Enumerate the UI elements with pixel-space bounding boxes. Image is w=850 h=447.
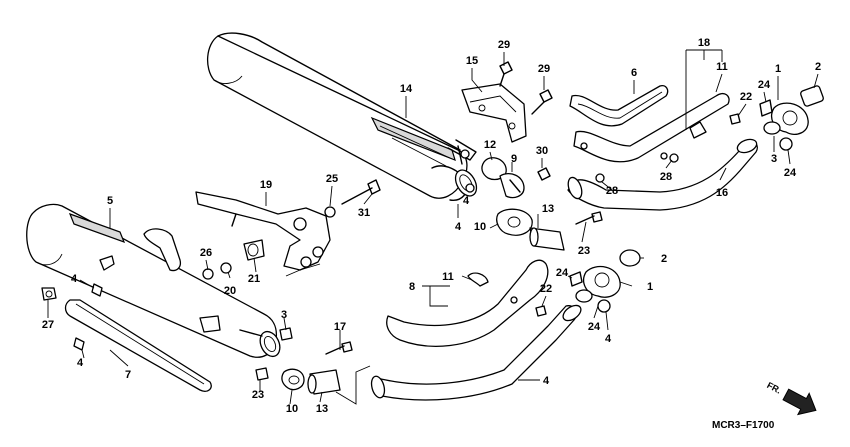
callout-clip-lower: 4: [543, 375, 550, 387]
callout-collar-upper: 3: [771, 153, 777, 165]
callout-clip-lower-muffler-a: 4: [71, 273, 78, 285]
callout-stud-nut-lower-b: 24: [588, 321, 601, 333]
callout-gasket-sleeve-lower: 13: [316, 403, 328, 415]
callout-protector-bolt-upper: 22: [740, 91, 752, 103]
callout-nut-stay: 26: [200, 247, 212, 259]
callout-rubber-mount: 21: [248, 273, 260, 285]
callout-band-clamp-upper: 9: [511, 153, 517, 165]
callout-washer-stay: 25: [326, 173, 338, 185]
callout-gasket-lower: 2: [661, 253, 667, 265]
callout-protector-clamp-lower: 11: [442, 271, 454, 283]
exhaust-pipe-front-drawing: [567, 92, 758, 211]
callout-protector-clamp-upper: 11: [716, 61, 728, 73]
callout-heat-protector-muffler: 17: [334, 321, 346, 333]
callout-exhaust-pipe-rear: 7: [125, 369, 131, 381]
callout-stud-nut-upper-a: 24: [758, 79, 771, 91]
callout-grommet-a: 28: [606, 185, 618, 197]
figure-code: MCR3–F1700: [712, 420, 775, 431]
callout-clip-upper-muffler: 4: [463, 195, 470, 207]
callout-grommet-b: 28: [660, 171, 672, 183]
callout-muffler-bracket: 15: [466, 55, 478, 67]
callout-bolt-upper-bracket: 29: [498, 39, 510, 51]
lower-joint-parts: [535, 249, 641, 317]
lower-muffler-drawing: [26, 203, 281, 358]
exhaust-pipe-rear-drawing: [370, 259, 582, 401]
callout-band-clamp-mid: 10: [474, 221, 486, 233]
callout-heat-protector-front: 6: [631, 67, 637, 79]
upper-muffler-drawing: [207, 32, 478, 201]
lower-left-small-parts: [41, 283, 103, 351]
callout-joint-flange-upper: 1: [775, 63, 781, 75]
callout-band-clamp-lower: 10: [286, 403, 298, 415]
callout-upper-muffler: 14: [400, 83, 413, 95]
callout-gasket-sleeve-upper: 13: [542, 203, 554, 215]
front-direction-arrow: [782, 388, 817, 416]
callout-lower-muffler: 5: [107, 195, 113, 207]
callout-stud-nut-lower-a: 24: [556, 267, 569, 279]
callout-clip-lower-muffler-c: 4: [605, 333, 612, 345]
callout-seal-sleeve: 12: [484, 139, 496, 151]
callout-bolt-clamp-upper: 30: [536, 145, 548, 157]
heat-protector-muffler-drawing: [64, 299, 212, 392]
leader-lines: [47, 49, 819, 405]
callout-bolt-stay-long: 31: [358, 207, 370, 219]
muffler-stay-drawing: [195, 179, 381, 280]
callout-bolt-band-upper: 23: [578, 245, 590, 257]
callout-rear-pipe-group: 8: [409, 281, 415, 293]
lower-clamp-parts: [255, 327, 353, 395]
callout-clip-lower-muffler-b: 4: [77, 357, 84, 369]
callout-clip-mid: 4: [455, 221, 462, 233]
callout-cap-nut: 27: [42, 319, 54, 331]
upper-joint-parts: [729, 85, 824, 151]
callout-exhaust-pipe-front: 16: [716, 187, 728, 199]
callout-gasket-upper: 2: [815, 61, 821, 73]
callout-collar-lower: 3: [281, 309, 287, 321]
callout-stud-nut-upper-b: 24: [784, 167, 797, 179]
heat-protector-front-drawing: [569, 84, 669, 127]
callout-protector-bolt-lower: 22: [540, 283, 552, 295]
callout-collar-stay: 20: [224, 285, 236, 297]
callout-joint-flange-lower: 1: [647, 281, 653, 293]
callout-front-pipe-group: 18: [698, 37, 710, 49]
upper-clamp-parts: [481, 157, 603, 251]
front-direction-label: FR.: [765, 380, 782, 396]
callout-bolt-band-lower: 23: [252, 389, 264, 401]
muffler-bracket-drawing: [461, 61, 553, 143]
callout-muffler-stay: 19: [260, 179, 272, 191]
callout-bolt-bracket-side: 29: [538, 63, 550, 75]
